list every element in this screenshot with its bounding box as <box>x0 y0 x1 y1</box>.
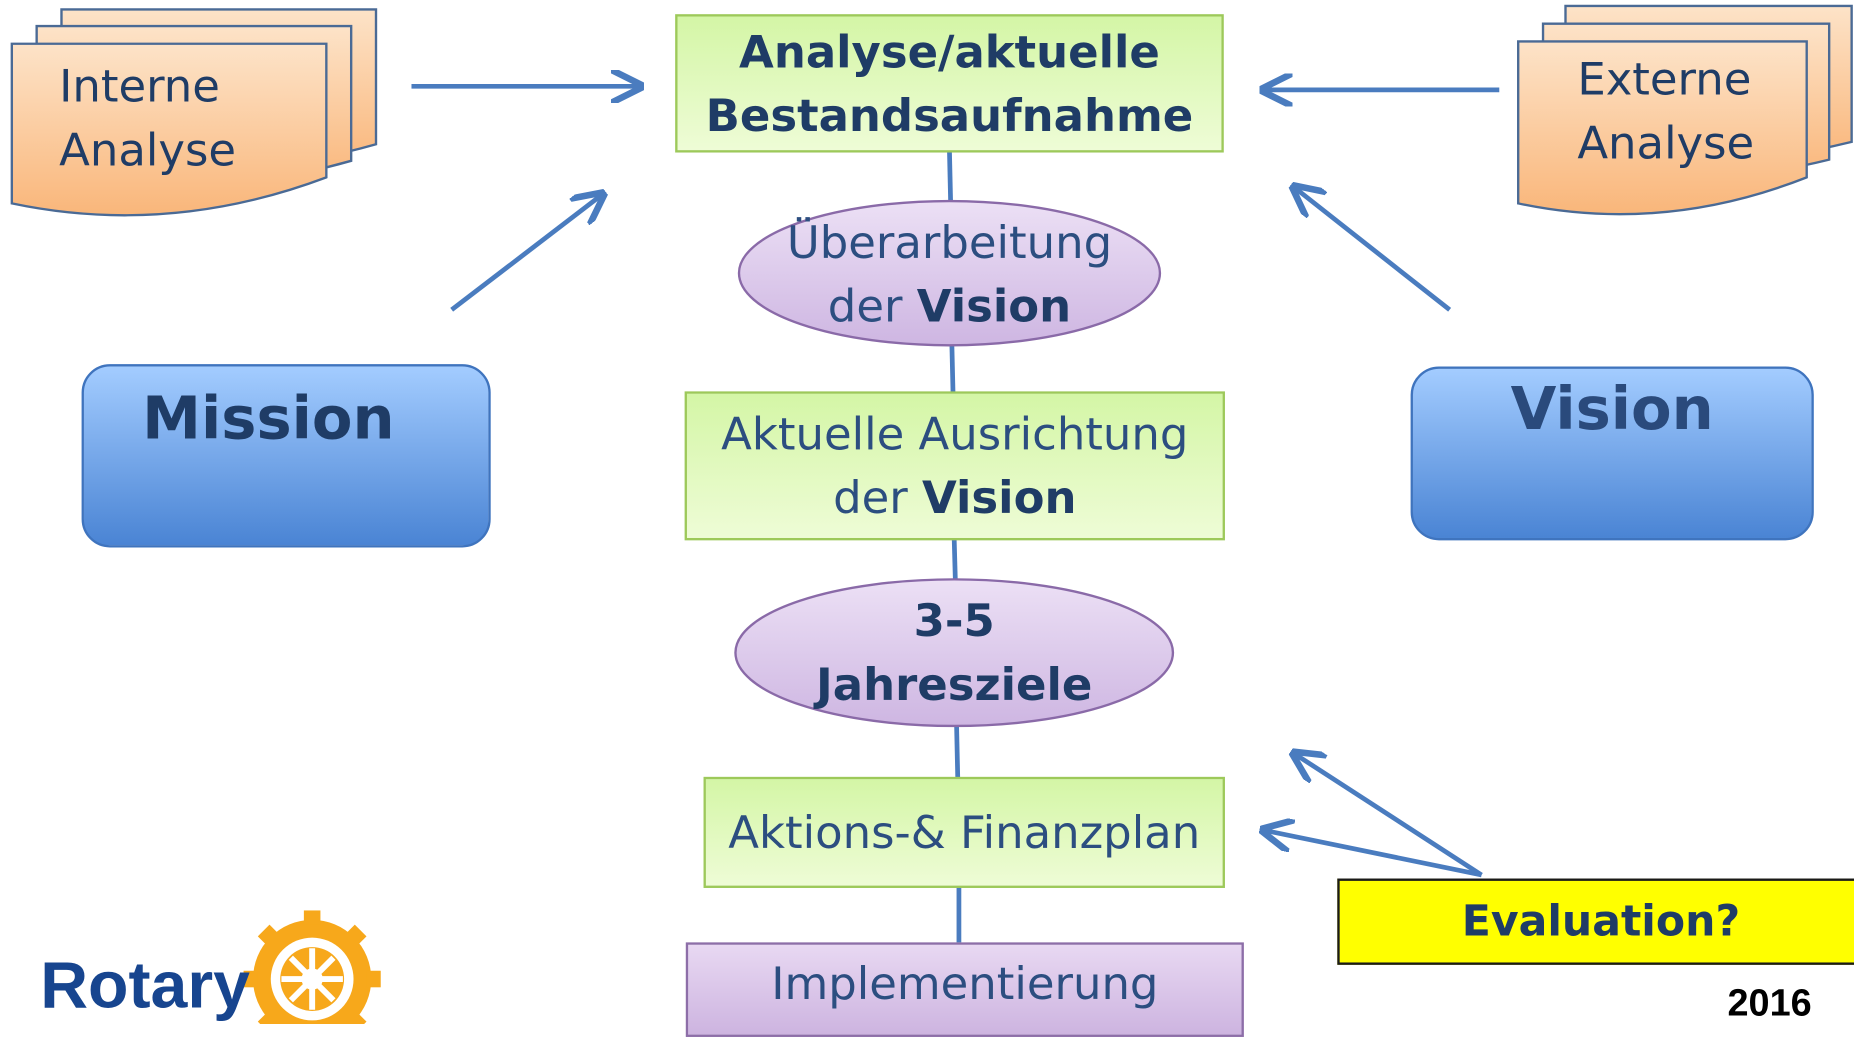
implementation-step: Implementierung <box>685 942 1244 1037</box>
rotary-logo-wordmark: Rotary <box>40 947 250 1022</box>
vision-revision-ellipse <box>737 199 1162 347</box>
goals-ellipse <box>734 578 1175 728</box>
internal-analysis-document-shape <box>10 8 378 217</box>
connector-line <box>954 724 961 779</box>
arrow-evaluation-to-plan <box>1263 830 1483 878</box>
mission-box: Mission <box>81 364 491 548</box>
arrow-mission-to-analysis <box>450 194 603 312</box>
evaluation-label: Evaluation? <box>1461 897 1741 946</box>
evaluation-box: Evaluation? <box>1337 878 1854 965</box>
mission-label: Mission <box>142 384 395 453</box>
goals-step: 3-5 Jahresziele <box>816 594 1093 711</box>
vision-label: Vision <box>1510 374 1714 444</box>
arrow-evaluation-to-goals <box>1294 753 1483 877</box>
vision-box: Vision <box>1410 366 1814 541</box>
internal-analysis-label: Interne Analyse <box>59 60 236 177</box>
analysis-step: Analyse/aktuelle Bestandsaufnahme <box>675 14 1224 153</box>
year-label: 2016 <box>1727 981 1812 1024</box>
connector-line <box>951 539 958 582</box>
rotary-wheel-icon <box>243 910 381 1024</box>
vision-revision-step: Überarbeitung der Vision <box>786 216 1113 333</box>
connector-line <box>949 342 956 393</box>
connector-line <box>947 151 954 204</box>
arrow-vision-to-analysis <box>1294 187 1452 312</box>
action-finance-plan-step: Aktions-& Finanzplan <box>703 776 1225 888</box>
external-analysis-label: Externe Analyse <box>1577 53 1755 170</box>
vision-orientation-step: Aktuelle Ausrichtung der Vision <box>684 391 1225 541</box>
external-analysis-document-shape <box>1517 4 1853 216</box>
